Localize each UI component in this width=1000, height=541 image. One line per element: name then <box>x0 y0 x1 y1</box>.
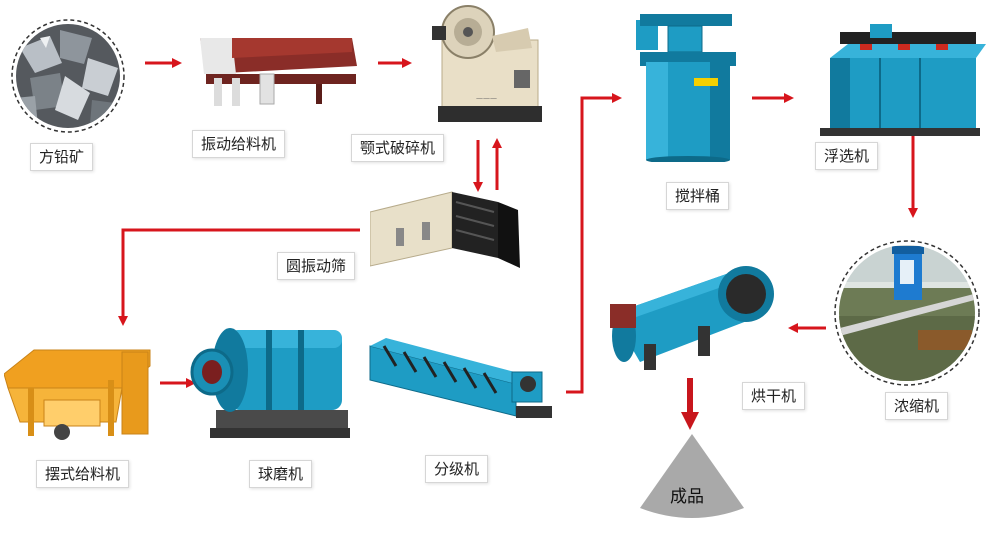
jaw-crusher-label: 颚式破碎机 <box>351 134 445 162</box>
rotary-dryer-icon <box>610 266 774 370</box>
ore-rocks-icon <box>11 19 125 133</box>
flotation-machine-icon <box>820 24 986 136</box>
svg-text:———: ——— <box>476 94 497 102</box>
product-pile-icon <box>640 434 744 518</box>
agitation-tank-icon <box>636 14 736 162</box>
classifier-label: 分级机 <box>425 455 489 483</box>
swing-feeder-icon <box>4 349 151 440</box>
jaw-crusher-icon: ——— <box>432 5 542 122</box>
arrow-screen-to-swing-feeder <box>118 228 360 326</box>
ore-label: 方铅矿 <box>30 143 94 171</box>
vibrating-feeder-icon <box>200 38 357 106</box>
circular-screen-label: 圆振动筛 <box>277 252 356 280</box>
product-label: 成品 <box>670 487 704 507</box>
swing-feeder-label: 摆式给料机 <box>36 460 130 488</box>
agitation-tank-label: 搅拌桶 <box>666 182 730 210</box>
ball-mill-label: 球磨机 <box>249 460 313 488</box>
arrow-classifier-to-tank <box>566 93 622 394</box>
classifier-icon <box>369 338 552 418</box>
vibrating-feeder-label: 振动给料机 <box>192 130 286 158</box>
dryer-label: 烘干机 <box>742 382 806 410</box>
ball-mill-icon <box>190 328 350 438</box>
flotation-machine-label: 浮选机 <box>815 142 879 170</box>
thickener-tank-icon <box>834 240 980 386</box>
circular-screen-icon <box>370 191 520 268</box>
thickener-label: 浓缩机 <box>885 392 949 420</box>
